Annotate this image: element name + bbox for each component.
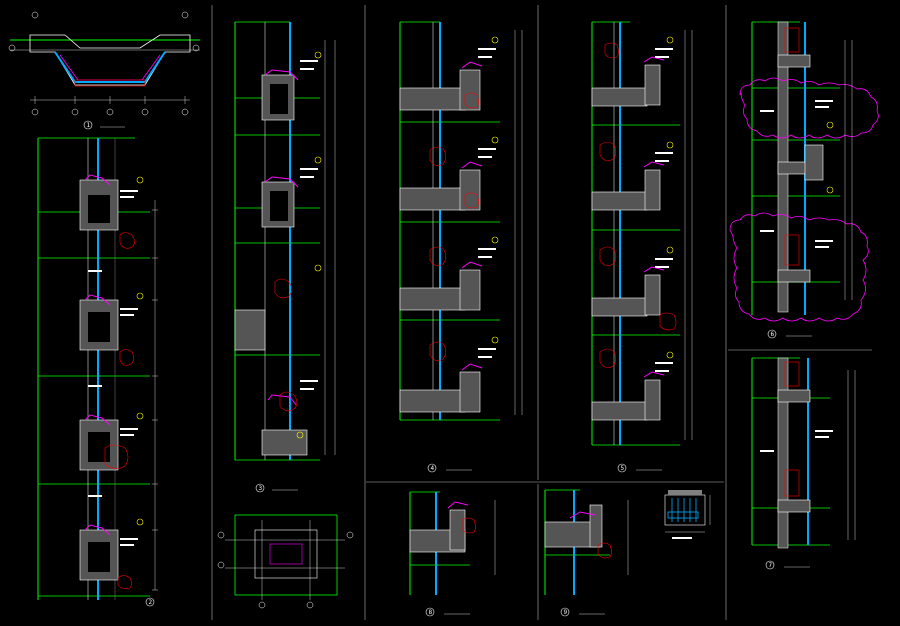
detail-1-plan: 1 — [8, 11, 200, 130]
grid-bubble — [71, 108, 79, 116]
grid-bubble — [306, 601, 314, 609]
grid-bubble — [217, 561, 225, 569]
grid-bubble — [8, 44, 16, 52]
detail-number: 6 — [771, 331, 775, 338]
grid-bubble — [106, 108, 114, 116]
detail-number: 9 — [564, 609, 568, 616]
detail-number-bubble — [767, 329, 777, 339]
grid-bubble — [141, 108, 149, 116]
detail-number: 5 — [621, 465, 625, 472]
detail-7-section: 7 — [751, 357, 856, 570]
detail-8-section: 8 — [409, 491, 496, 617]
detail-6-section: 6 — [729, 21, 879, 339]
detail-number-bubble — [145, 597, 155, 607]
grid-bubble — [181, 11, 189, 19]
grid-bubble — [181, 108, 189, 116]
grid-bubble — [346, 531, 354, 539]
panel-dividers — [211, 5, 872, 620]
grid-bubble — [31, 11, 39, 19]
detail-9-section: 9 — [544, 489, 711, 617]
detail-5-section: 5 — [591, 21, 693, 473]
detail-number-bubble — [765, 560, 775, 570]
grid-bubble — [258, 601, 266, 609]
detail-number: 8 — [429, 609, 433, 616]
detail-number-bubble — [83, 120, 93, 130]
detail-number: 3 — [259, 485, 263, 492]
detail-number-bubble — [255, 483, 265, 493]
grid-bubble — [31, 108, 39, 116]
detail-number: 7 — [769, 562, 773, 569]
detail-4-section: 4 — [399, 21, 523, 473]
detail-3-section: 3 — [217, 21, 354, 609]
detail-number-bubble — [560, 607, 570, 617]
detail-number: 2 — [149, 599, 153, 606]
grid-bubble — [217, 531, 225, 539]
detail-number: 1 — [87, 122, 91, 129]
grid-bubble — [192, 44, 200, 52]
detail-number-bubble — [427, 463, 437, 473]
detail-number: 4 — [431, 465, 435, 472]
detail-number-bubble — [617, 463, 627, 473]
detail-number-bubble — [425, 607, 435, 617]
detail-2-section: 2 — [37, 137, 158, 607]
